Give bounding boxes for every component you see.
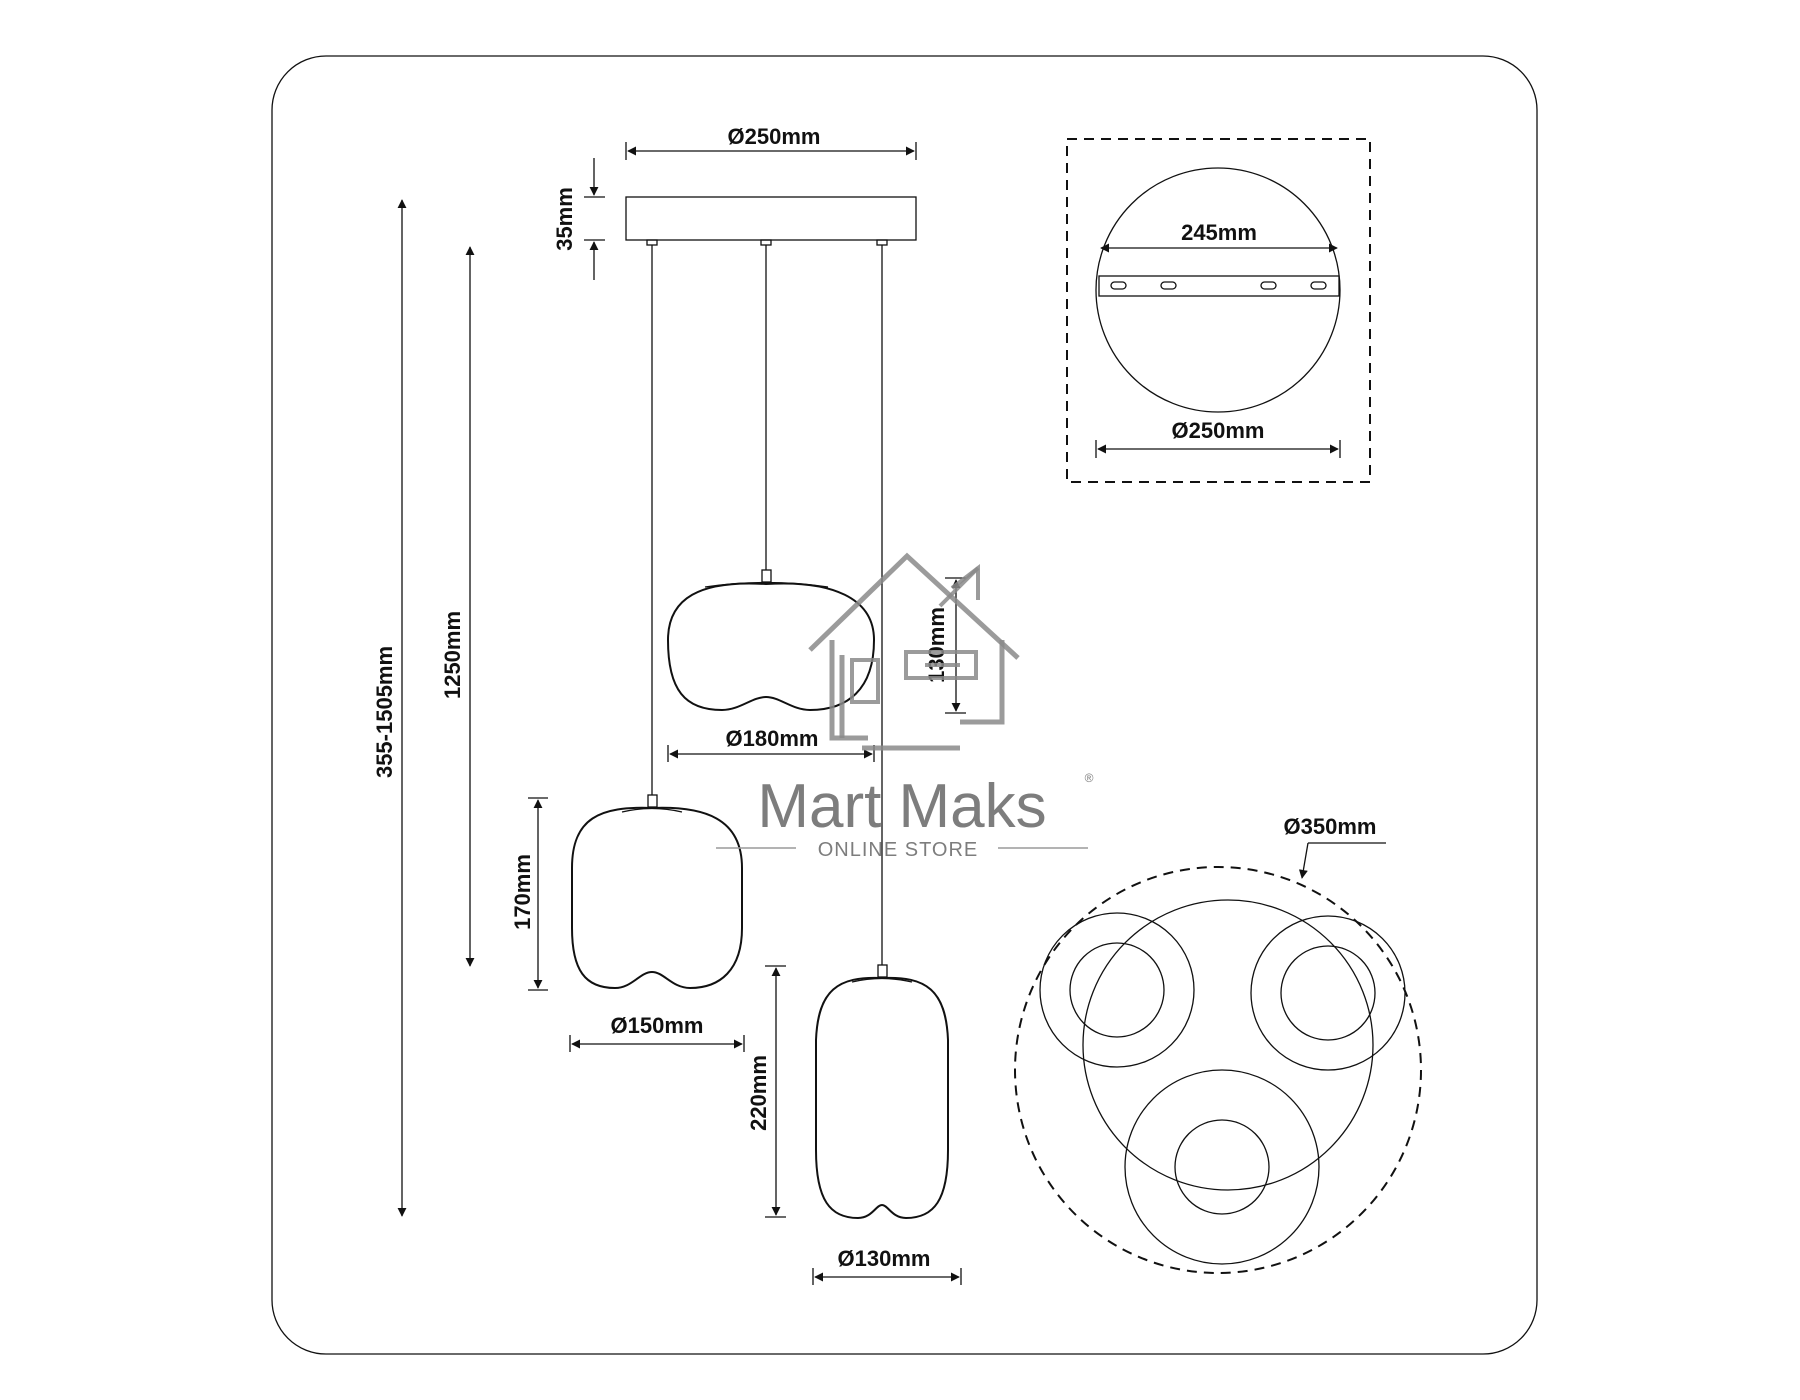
shade-medium-height-label: 130mm <box>924 607 949 683</box>
bracket-width-dimension: 245mm <box>1100 220 1338 253</box>
shade-medium-diameter-label: Ø180mm <box>726 726 819 751</box>
shade-medium-width-dimension: Ø180mm <box>667 726 875 762</box>
shade-left-width-dimension: Ø150mm <box>569 1013 745 1052</box>
shade-right-height-dimension: 220mm <box>746 965 786 1218</box>
bottom-view-diameter-leader: Ø350mm <box>1284 814 1386 879</box>
total-height-dimension: 355-1505mm <box>372 199 407 1217</box>
shade-right-diameter-label: Ø130mm <box>838 1246 931 1271</box>
watermark: Mart Maks ® ONLINE STORE <box>716 552 1094 861</box>
house-logo-icon <box>808 552 1020 751</box>
top-view-diameter-dimension: Ø250mm <box>1095 418 1341 458</box>
canopy <box>625 196 917 246</box>
shade-right-width-dimension: Ø130mm <box>812 1246 962 1285</box>
shade-left <box>571 794 743 990</box>
canopy-height-label: 35mm <box>552 187 577 251</box>
cables <box>651 245 883 965</box>
shade-left-diameter-label: Ø150mm <box>611 1013 704 1038</box>
shade-left-height-dimension: 170mm <box>510 797 548 991</box>
watermark-brand: Mart Maks <box>757 772 1046 841</box>
top-view-diameter-label: Ø250mm <box>1172 418 1265 443</box>
shade-left-height-label: 170mm <box>510 854 535 930</box>
cable-length-dimension: 1250mm <box>440 246 475 967</box>
shade-right-height-label: 220mm <box>746 1055 771 1131</box>
bottom-view <box>1014 866 1422 1274</box>
total-height-label: 355-1505mm <box>372 646 397 778</box>
bracket-width-label: 245mm <box>1181 220 1257 245</box>
cable-length-label: 1250mm <box>440 611 465 699</box>
shade-medium <box>666 569 876 712</box>
drawing-frame <box>271 55 1538 1355</box>
canopy-width-dimension: Ø250mm <box>625 124 917 160</box>
top-view <box>1066 138 1371 483</box>
bottom-view-diameter-label: Ø350mm <box>1284 814 1377 839</box>
watermark-registered: ® <box>1085 771 1094 785</box>
shade-right <box>815 964 949 1220</box>
canopy-diameter-label: Ø250mm <box>728 124 821 149</box>
watermark-tagline: ONLINE STORE <box>818 839 979 861</box>
canopy-height-dimension: 35mm <box>552 158 605 280</box>
